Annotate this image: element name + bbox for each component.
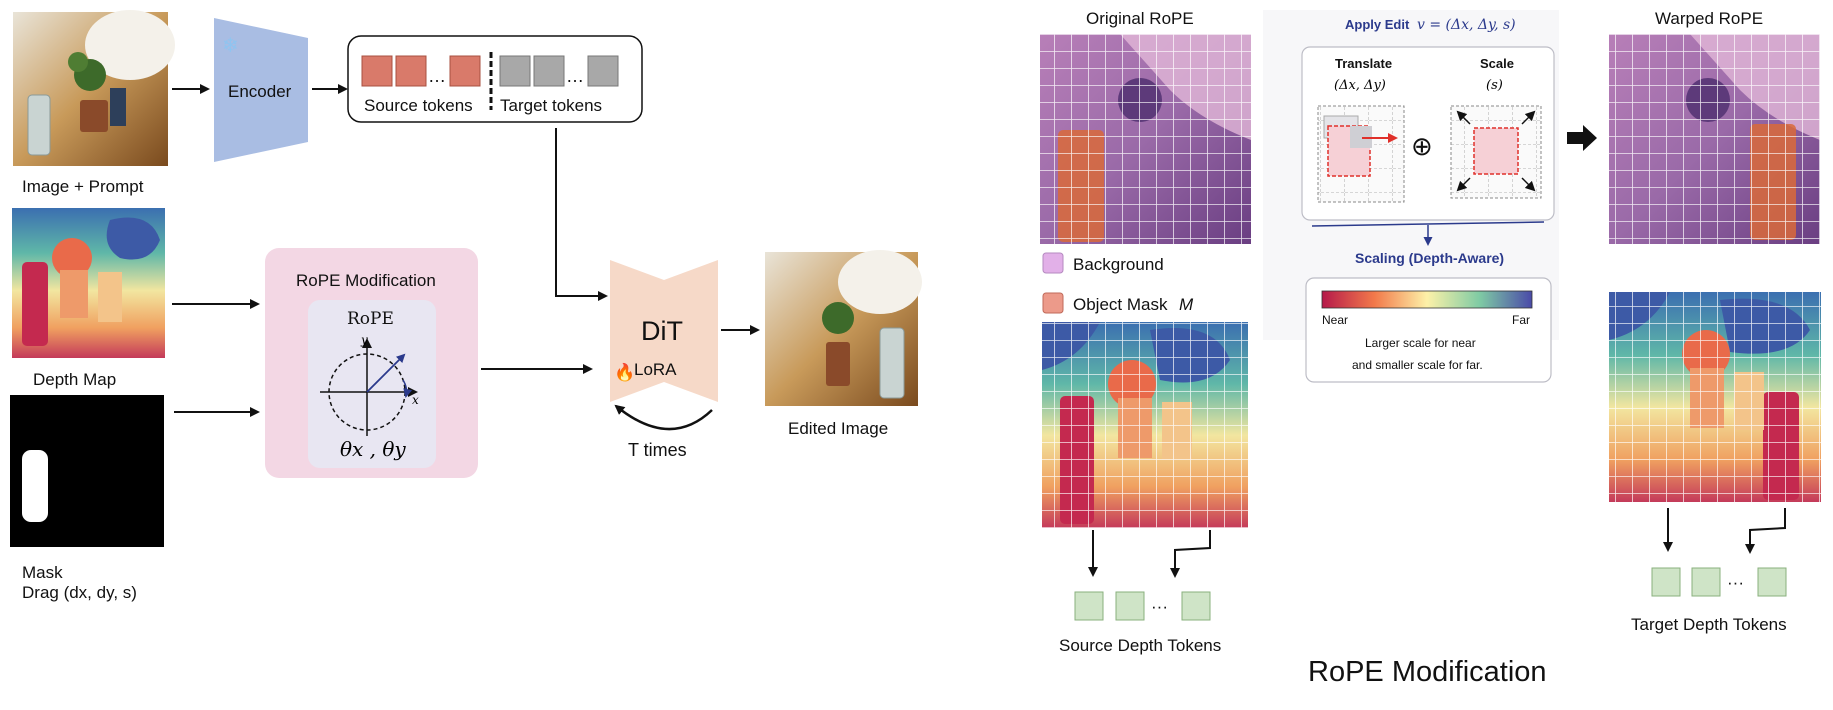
scale-grid	[1450, 105, 1542, 199]
lora-label: LoRA	[634, 360, 677, 379]
theta-label: θx , θy	[340, 437, 406, 461]
t-times-label: T times	[628, 440, 687, 460]
arrow-target-depth-bend	[1745, 508, 1786, 554]
background-legend-swatch	[1042, 252, 1064, 274]
rope-axis-y: y	[360, 333, 368, 347]
dit-label: DiT	[641, 316, 683, 346]
translate-params: (Δx, Δy)	[1334, 78, 1386, 93]
rope-rotation-vector	[366, 353, 406, 393]
far-label: Far	[1512, 313, 1530, 327]
rope-axis-x: x	[412, 393, 419, 407]
source-depth-dots: ···	[1151, 597, 1168, 616]
rope-rotation-arc	[402, 379, 413, 398]
mask-image	[10, 395, 164, 547]
rope-inner-title: RoPE	[347, 309, 394, 329]
depth-map-image	[12, 208, 165, 358]
dit-block: DiT 🔥 LoRA	[610, 260, 718, 402]
source-depth-token	[1115, 591, 1145, 621]
object-mask-legend-swatch	[1042, 292, 1064, 314]
snowflake-icon: ❄	[222, 35, 239, 57]
tokens-box: … … Source tokens Target tokens	[347, 35, 643, 123]
rope-box-title: RoPE Modification	[296, 271, 436, 290]
source-tokens-label: Source tokens	[364, 96, 473, 115]
encoder-label: Encoder	[228, 82, 292, 101]
source-depth-grid	[1042, 322, 1248, 528]
source-depth-tokens-label: Source Depth Tokens	[1059, 636, 1221, 655]
target-depth-grid	[1609, 292, 1821, 502]
target-tokens-label: Target tokens	[500, 96, 602, 115]
source-token	[395, 55, 427, 87]
background-legend-label: Background	[1073, 255, 1164, 274]
scaling-label: Scaling (Depth-Aware)	[1355, 250, 1504, 266]
original-rope-label: Original RoPE	[1086, 9, 1194, 28]
object-mask-symbol: M	[1179, 295, 1194, 314]
target-depth-dots: ···	[1727, 573, 1744, 592]
object-mask-legend-label: Object Mask	[1073, 295, 1168, 314]
scaling-bracket	[1311, 221, 1545, 227]
edited-image	[765, 250, 922, 406]
arrow-source-depth-bend	[1170, 530, 1211, 578]
source-ellipsis: …	[428, 66, 446, 86]
translate-grid	[1317, 105, 1405, 203]
original-rope-grid	[1040, 34, 1251, 244]
source-depth-token	[1181, 591, 1211, 621]
oplus-icon: ⊕	[1411, 131, 1433, 161]
target-depth-token	[1651, 567, 1681, 597]
source-token	[361, 55, 393, 87]
target-token	[587, 55, 619, 87]
thick-arrow-to-warped	[1567, 125, 1597, 151]
near-far-colorbar	[1321, 290, 1533, 309]
edited-image-label: Edited Image	[788, 419, 888, 438]
depth-map-label: Depth Map	[33, 370, 116, 389]
rope-modification-box: RoPE Modification RoPE y x θx , θy	[265, 248, 478, 478]
target-ellipsis: …	[566, 66, 584, 86]
warped-rope-label: Warped RoPE	[1655, 9, 1763, 28]
fire-icon: 🔥	[614, 362, 635, 382]
section-title: RoPE Modification	[1308, 656, 1547, 688]
scale-label: Scale	[1480, 56, 1514, 71]
source-depth-token	[1074, 591, 1104, 621]
target-depth-token	[1691, 567, 1721, 597]
apply-edit-label: Apply Edit	[1345, 17, 1410, 32]
mask-label: Mask	[22, 563, 63, 582]
loop-arrow	[614, 404, 713, 431]
arrow-tokens-dit	[555, 128, 608, 301]
drag-label: Drag (dx, dy, s)	[22, 583, 137, 602]
scale-note-2: and smaller scale for far.	[1352, 358, 1483, 372]
encoder-block: ❄ Encoder	[214, 18, 308, 162]
target-token	[533, 55, 565, 87]
target-depth-token	[1757, 567, 1787, 597]
target-depth-tokens-label: Target Depth Tokens	[1631, 615, 1787, 634]
warped-rope-grid	[1609, 34, 1820, 244]
scale-note-1: Larger scale for near	[1365, 336, 1476, 350]
target-token	[499, 55, 531, 87]
scale-params: (s)	[1486, 78, 1503, 93]
source-token	[449, 55, 481, 87]
near-label: Near	[1322, 313, 1348, 327]
input-image	[13, 10, 175, 166]
apply-edit-formula: v = (Δx, Δy, s)	[1417, 17, 1516, 33]
image-prompt-label: Image + Prompt	[22, 177, 144, 196]
translate-label: Translate	[1335, 56, 1392, 71]
